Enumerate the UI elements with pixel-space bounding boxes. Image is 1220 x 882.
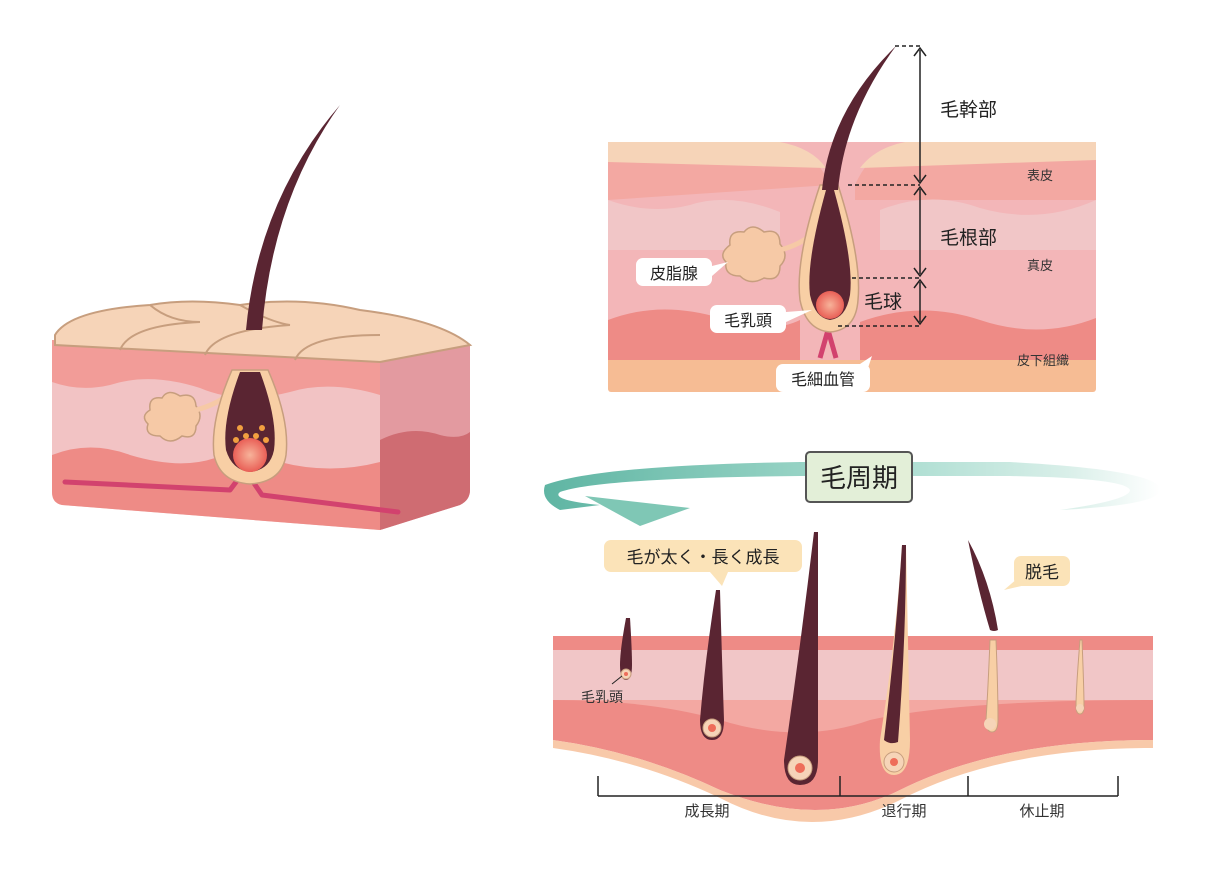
callout-sebaceous-text: 皮脂腺 — [650, 264, 698, 283]
skin-block-3d — [52, 105, 473, 530]
callout-shed-text: 脱毛 — [1025, 563, 1059, 583]
papilla-label-cycle: 毛乳頭 — [581, 690, 623, 706]
cycle-skin-strip — [553, 636, 1153, 823]
callout-shed: 脱毛 — [1004, 556, 1070, 590]
part-label-shaft: 毛幹部 — [940, 99, 997, 121]
cycle-title: 毛周期 — [820, 464, 898, 494]
measurement-brackets — [838, 45, 927, 327]
hair-stages — [620, 532, 1085, 785]
phase-label-telogen: 休止期 — [1019, 802, 1064, 820]
callout-growth: 毛が太く・長く成長 — [604, 540, 802, 586]
layer-label-dermis: 真皮 — [1027, 259, 1053, 274]
part-label-bulb: 毛球 — [864, 291, 902, 313]
part-label-shaft-bg — [932, 94, 1012, 122]
callout-capillary: 毛細血管 — [776, 356, 872, 392]
callout-capillary-text: 毛細血管 — [791, 370, 855, 389]
layer-label-epidermis: 表皮 — [1027, 169, 1053, 184]
callout-papilla-text: 毛乳頭 — [724, 311, 772, 330]
callout-sebaceous: 皮脂腺 — [636, 258, 728, 286]
layer-label-subcutis: 皮下組織 — [1017, 354, 1069, 369]
phase-brackets — [597, 776, 1119, 797]
phase-label-anagen: 成長期 — [684, 802, 729, 820]
cycle-arrow — [544, 462, 1160, 526]
callout-growth-text: 毛が太く・長く成長 — [627, 548, 780, 568]
phase-label-catagen: 退行期 — [881, 802, 926, 820]
callout-papilla: 毛乳頭 — [710, 305, 812, 333]
hair-cross-section — [608, 46, 1096, 392]
part-label-root: 毛根部 — [940, 227, 997, 249]
papilla-pointer — [611, 675, 623, 685]
cycle-title-box: 毛周期 — [805, 451, 913, 503]
